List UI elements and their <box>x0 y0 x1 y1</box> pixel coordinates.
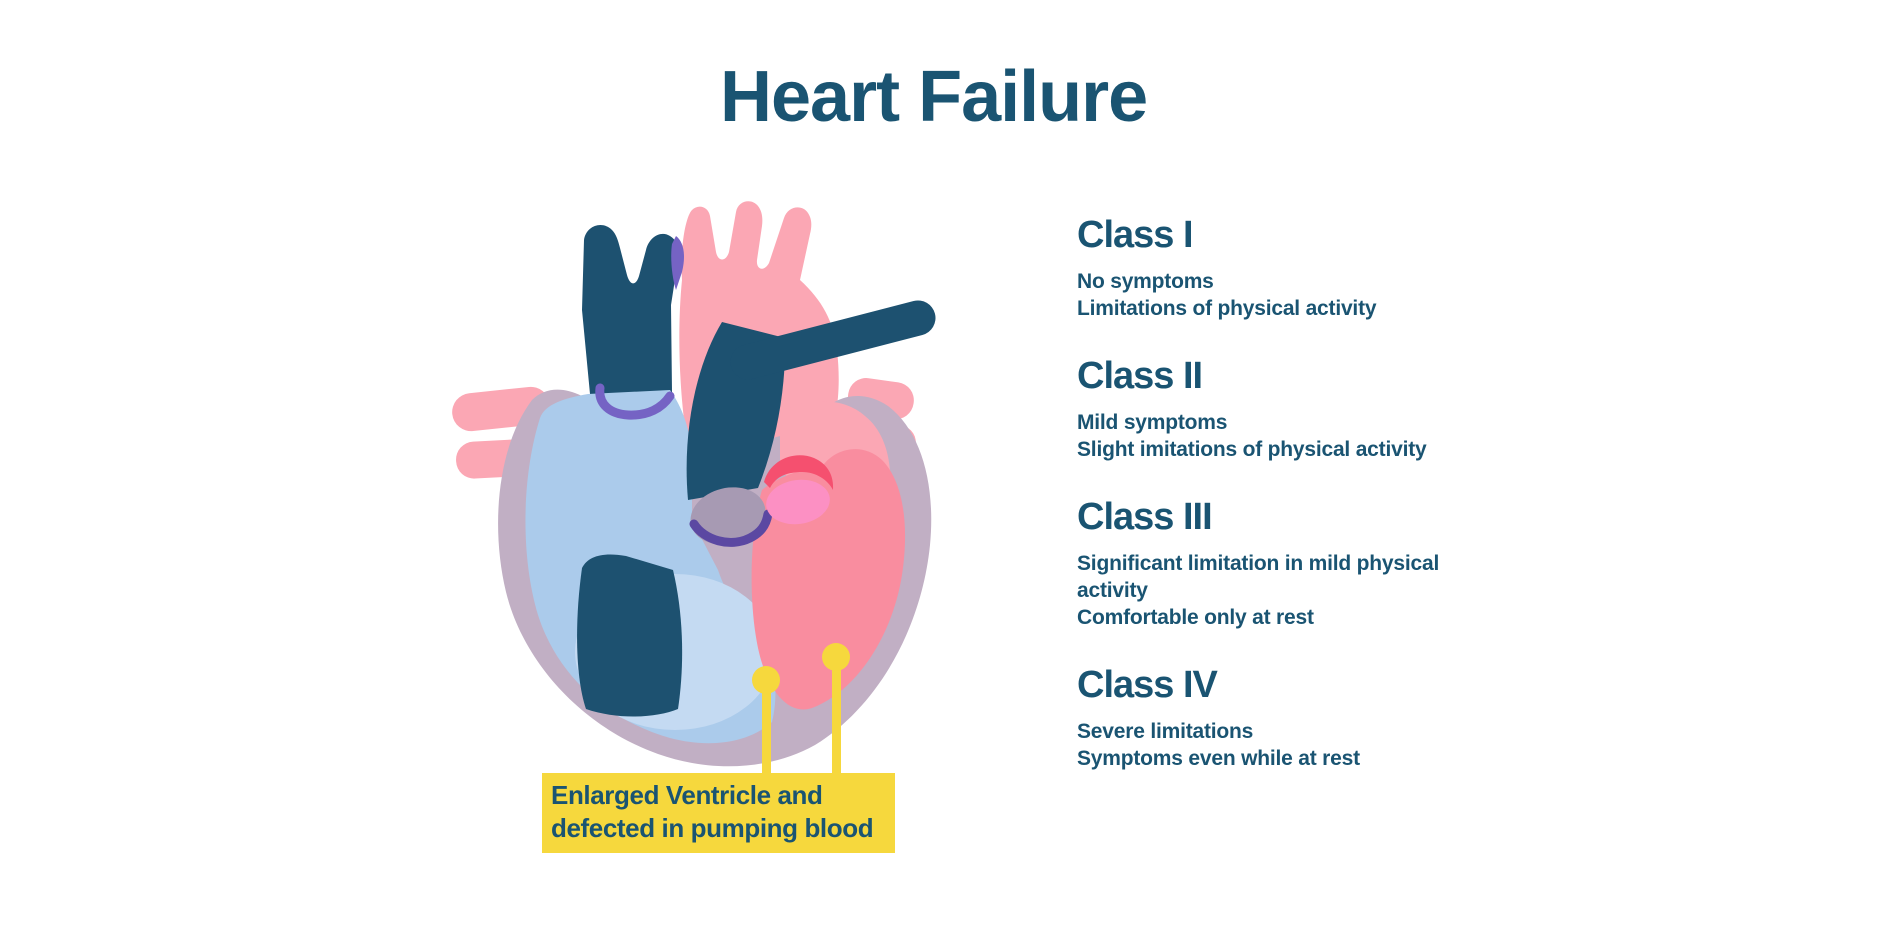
svc-valve-ring <box>595 383 675 420</box>
class-1-heading: Class I <box>1077 214 1194 256</box>
callout-pin-stem <box>832 657 841 780</box>
class-block-4: Class IV Severe limitations Symptoms eve… <box>1077 663 1657 772</box>
class-block-3: Class III Significant limitation in mild… <box>1077 495 1657 631</box>
class-list: Class I No symptoms Limitations of physi… <box>1077 213 1657 804</box>
heart-cross-section-illustration <box>452 201 936 780</box>
class-3-description-line: Significant limitation in mild physical <box>1077 552 1440 575</box>
mitral-valve-leaflet <box>766 479 830 525</box>
class-block-1: Class I No symptoms Limitations of physi… <box>1077 213 1657 322</box>
svc-purple-edge <box>671 236 684 290</box>
annotation-label: Enlarged Ventricle and defected in pumpi… <box>542 773 895 853</box>
superior-vena-cava-shape <box>582 225 680 400</box>
mitral-valve-red-crescent <box>764 455 834 490</box>
class-4-description-line: Severe limitations <box>1077 720 1254 743</box>
class-1-description-line: Limitations of physical activity <box>1077 297 1377 320</box>
class-3-heading: Class III <box>1077 496 1213 538</box>
class-2-description-line: Mild symptoms <box>1077 411 1228 434</box>
aortic-opening-purple-rim <box>689 509 773 547</box>
class-4-heading: Class IV <box>1077 664 1218 706</box>
class-1-description-line: No symptoms <box>1077 270 1214 293</box>
class-3-description-line: activity <box>1077 579 1148 602</box>
class-block-2: Class II Mild symptoms Slight imitations… <box>1077 354 1657 463</box>
annotation-label-line: Enlarged Ventricle and <box>551 780 823 810</box>
callout-pin-stem <box>762 680 771 780</box>
pulmonary-artery-branch-shape <box>730 300 936 380</box>
annotation-label-line: defected in pumping blood <box>551 813 874 843</box>
page-title: Heart Failure <box>720 57 1148 137</box>
class-2-heading: Class II <box>1077 355 1203 397</box>
class-2-description-line: Slight imitations of physical activity <box>1077 438 1427 461</box>
inferior-vena-cava-shape <box>577 554 683 717</box>
callout-pins <box>752 643 850 780</box>
class-4-description-line: Symptoms even while at rest <box>1077 747 1360 770</box>
aortic-opening-shape <box>690 487 766 545</box>
callout-pin-head <box>822 643 850 671</box>
class-3-description-line: Comfortable only at rest <box>1077 606 1314 629</box>
callout-pin-head <box>752 666 780 694</box>
